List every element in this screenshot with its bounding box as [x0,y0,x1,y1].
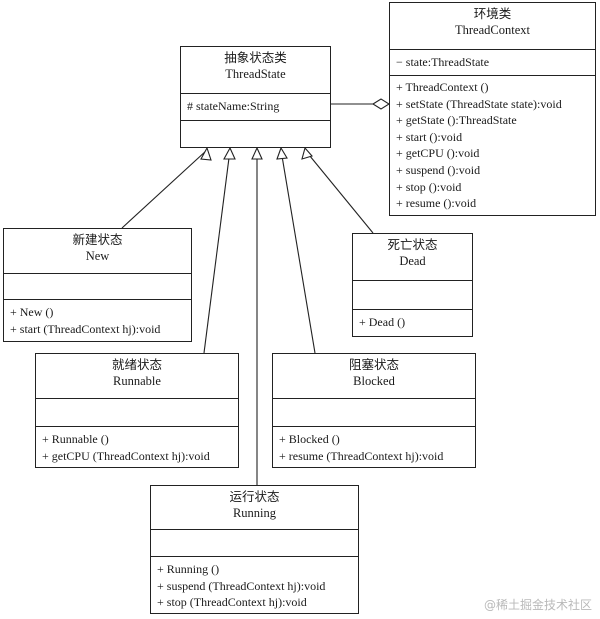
method: + Runnable () [42,432,109,446]
class-name-en: ThreadState [225,67,286,81]
method: + resume (ThreadContext hj):void [279,448,444,463]
attribute-section: − state:ThreadState [390,49,595,75]
class-name-cn: 运行状态 [229,489,280,504]
class-header: 新建状态 New [4,229,191,273]
class-header: 环境类 ThreadContext [390,3,595,49]
method: + suspend (ThreadContext hj):void [157,578,326,593]
class-runnable-state: 就绪状态 Runnable + Runnable () + getCPU (Th… [35,353,239,468]
class-running-state: 运行状态 Running + Running () + suspend (Thr… [150,485,359,614]
class-header: 死亡状态 Dead [353,234,472,280]
class-name-cn: 新建状态 [72,232,123,247]
class-header: 运行状态 Running [151,486,358,529]
method: + resume ():void [396,196,477,211]
method: + getCPU ():void [396,146,480,161]
class-name-en: Runnable [113,374,161,388]
class-name-cn: 抽象状态类 [224,50,287,65]
method-section: + Blocked () + resume (ThreadContext hj)… [273,426,475,467]
method: + setState (ThreadState state):void [396,96,562,111]
class-name-cn: 环境类 [473,6,512,21]
method: + suspend ():void [396,162,481,177]
inherit-new [121,149,208,229]
class-name-en: Running [232,506,277,520]
class-name-cn: 就绪状态 [111,357,162,372]
class-thread-context: 环境类 ThreadContext − state:ThreadState + … [389,2,596,216]
method: + start ():void [396,129,463,144]
class-name-en: Blocked [353,374,395,388]
attribute: − state:ThreadState [396,55,490,69]
method-section: + Dead () [353,309,472,336]
class-thread-state: 抽象状态类 ThreadState # stateName:String [180,46,331,148]
generalization-arrowheads [200,146,313,161]
attribute-section [151,528,358,556]
attribute-section [4,273,191,299]
inherit-dead [304,149,374,234]
arrowhead-runnable [223,146,236,160]
arrowhead-dead [301,146,313,160]
class-name-en: ThreadContext [455,23,530,37]
class-name-cn: 死亡状态 [387,237,438,252]
method-section: + Running () + suspend (ThreadContext hj… [151,556,358,613]
method: + stop (ThreadContext hj):void [157,595,307,610]
method: + ThreadContext () [396,80,489,94]
arrowhead-blocked [276,146,288,160]
method: + getState ():ThreadState [396,113,517,128]
method: + Blocked () [279,432,340,446]
class-header: 阻塞状态 Blocked [273,354,475,398]
method: + Dead () [359,315,406,329]
method: + stop ():void [396,179,462,194]
attribute: # stateName:String [187,99,280,113]
attribute-section: # stateName:String [181,93,330,120]
method-section: + ThreadContext () + setState (ThreadSta… [390,75,595,215]
attribute-section [353,280,472,309]
class-name-cn: 阻塞状态 [348,357,399,372]
inherit-runnable [203,149,231,354]
method-section: + New () + start (ThreadContext hj):void [4,299,191,341]
class-new-state: 新建状态 New + New () + start (ThreadContext… [3,228,192,342]
watermark: @稀土掘金技术社区 [483,598,592,612]
inherit-blocked [280,149,316,354]
method: + start (ThreadContext hj):void [10,321,161,336]
aggregation-diamond [371,98,391,110]
arrowhead-running [251,146,263,160]
arrowhead-new [200,146,212,161]
method: + getCPU (ThreadContext hj):void [42,448,210,463]
class-header: 就绪状态 Runnable [36,354,238,398]
method-section: + Runnable () + getCPU (ThreadContext hj… [36,426,238,467]
class-dead-state: 死亡状态 Dead + Dead () [352,233,473,337]
attribute-section [36,398,238,426]
method: + Running () [157,562,220,577]
method-section [181,120,330,147]
class-blocked-state: 阻塞状态 Blocked + Blocked () + resume (Thre… [272,353,476,468]
attribute-section [273,398,475,426]
class-header: 抽象状态类 ThreadState [181,47,330,93]
class-name-en: Dead [399,254,426,268]
method: + New () [10,305,54,319]
class-name-en: New [85,249,110,263]
